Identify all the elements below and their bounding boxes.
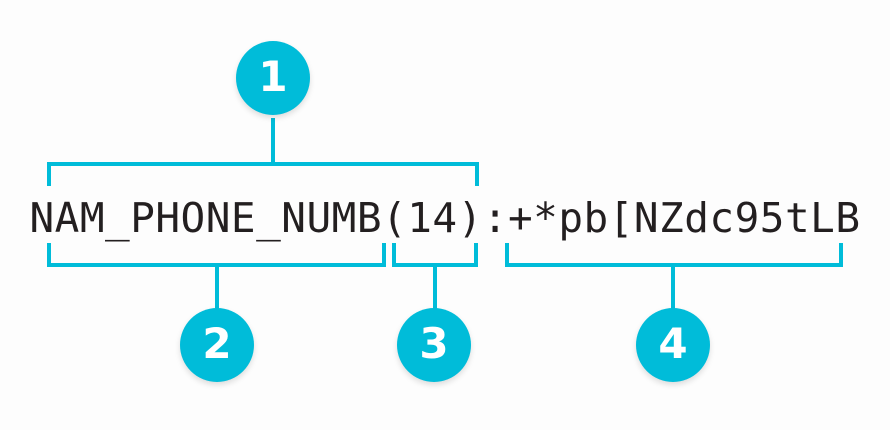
segment-badge-3-label: 3	[419, 319, 449, 368]
segment-badge-2-label: 2	[202, 319, 232, 368]
segment-badge-1-label: 1	[258, 52, 288, 101]
code-string: NAM_PHONE_NUMB(14):+*pb[NZdc95tLB	[29, 193, 861, 242]
segment-badge-4[interactable]: 4	[636, 308, 710, 382]
segment-badge-4-label: 4	[658, 319, 688, 368]
bracket-top-1	[47, 162, 479, 186]
segment-badge-1[interactable]: 1	[236, 41, 310, 115]
segment-badge-3[interactable]: 3	[397, 308, 471, 382]
segment-badge-2[interactable]: 2	[180, 308, 254, 382]
